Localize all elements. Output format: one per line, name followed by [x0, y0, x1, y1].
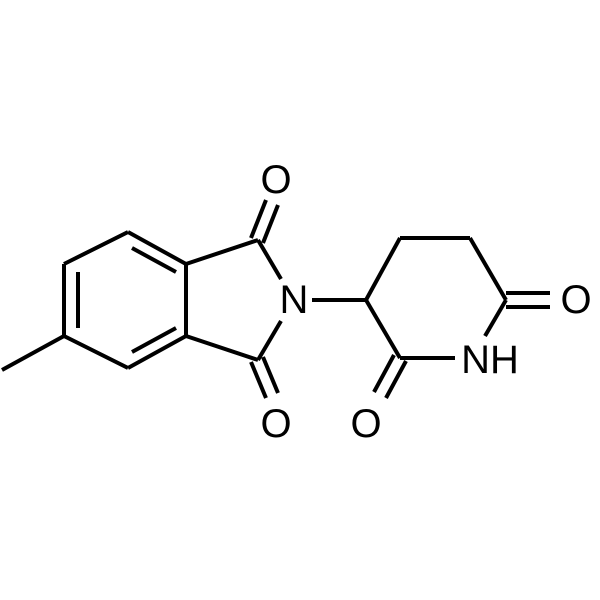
oxygen-glutarimide-c2-label: O — [350, 402, 381, 446]
bond-ring-lower-left — [63, 334, 129, 370]
nitrogen-imide-label: N — [280, 278, 309, 322]
nh-glutarimide-label: NH — [461, 338, 519, 382]
oxygen-top-label: O — [260, 158, 291, 202]
bond-ring-bottom — [127, 334, 187, 370]
bond-c2prime-o-b — [384, 360, 408, 399]
oxygen-bottom-left-label: O — [260, 402, 291, 446]
bond-c3-o-a — [249, 361, 268, 399]
bond-methyl — [1, 334, 65, 372]
bonds — [1, 199, 550, 399]
bond-c3a-c1 — [185, 238, 259, 266]
bond-c1-o-a — [249, 199, 268, 239]
oxygen-glutarimide-c6-label: O — [560, 278, 591, 322]
bond-c3-o-b — [261, 356, 280, 394]
bond-c6prime-nh — [483, 298, 508, 338]
bond-c3-n — [256, 319, 283, 362]
bond-ring-bottom-inner — [131, 326, 177, 354]
bond-c7a-c3 — [185, 334, 259, 362]
bond-c1-o-b — [261, 204, 280, 244]
bond-ring-upper-left — [63, 230, 129, 266]
bond-c2prime-o-a — [372, 354, 396, 393]
bond-c5prime-c6prime — [468, 236, 508, 302]
bond-c3prime-c4prime — [364, 237, 402, 301]
bond-c2prime-c3prime — [364, 298, 402, 360]
atom-labels: O O N O NH O — [260, 158, 591, 446]
bond-ring-top — [127, 230, 187, 266]
bond-ring-top-inner — [131, 246, 177, 274]
bond-c1-n — [256, 238, 283, 281]
